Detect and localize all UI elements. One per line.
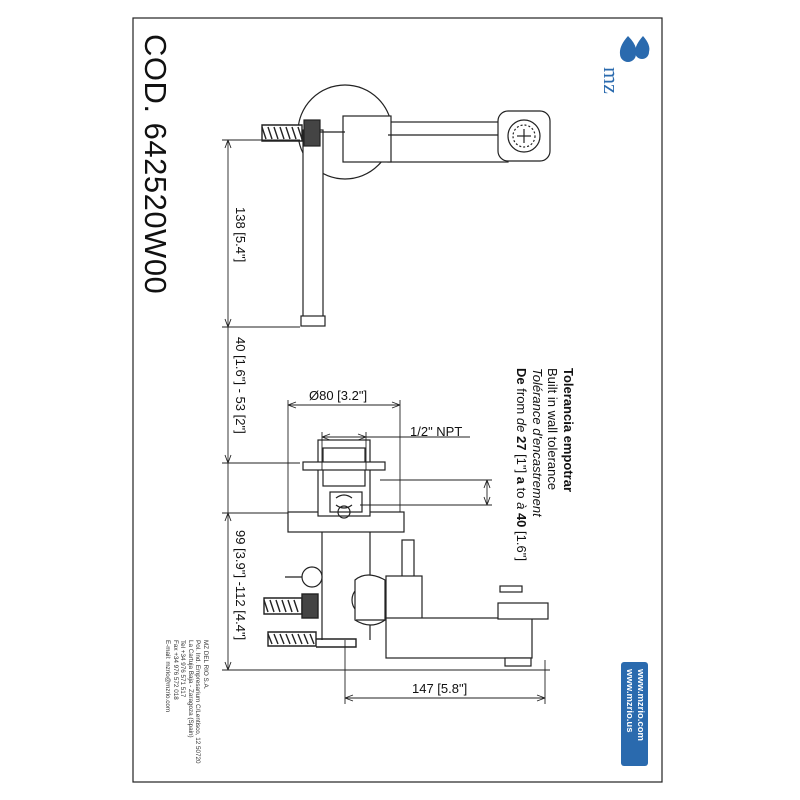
tolerance-en: Built in wall tolerance <box>545 368 561 491</box>
tolerance-note: Tolerancia empotrar Built in wall tolera… <box>514 368 577 561</box>
tolerance-range: De from de 27 [1"] a to à 40 [1.6"] <box>514 368 530 561</box>
side-view <box>263 439 549 667</box>
website-link-us[interactable]: www.mzrio.us <box>624 669 635 733</box>
dimension-lines <box>222 139 550 704</box>
spout-side <box>385 617 533 659</box>
hoses-side <box>263 593 357 648</box>
dimension-diameter-80: Ø80 [3.2"] <box>309 388 368 403</box>
lever-handle-top <box>302 129 324 323</box>
website-link-com[interactable]: www.mzrio.com <box>635 669 646 741</box>
company-address: MZ DEL RIO S.A. Pol. Ind. Empresarium C/… <box>164 640 209 764</box>
sheet-border <box>132 17 663 783</box>
brand-logo-text: mz <box>599 67 624 94</box>
dimension-height-138: 138 [5.4"] <box>233 207 248 263</box>
lever-side <box>401 539 415 581</box>
dimension-wall-40-53: 40 [1.6"] - 53 [2"] <box>233 337 248 434</box>
brand-logo-icon <box>619 36 650 62</box>
website-links: www.mzrio.com www.mzrio.us <box>624 669 646 741</box>
dimension-thread-npt: 1/2" NPT <box>410 424 463 439</box>
dimension-length-147: 147 [5.8"] <box>412 681 468 696</box>
dimension-depth-99-112: 99 [3.9"] -112 [4.4"] <box>233 530 248 641</box>
tolerance-title: Tolerancia empotrar <box>561 368 576 493</box>
website-badge <box>621 662 648 766</box>
tolerance-fr: Tolérance d'encastrement <box>530 368 545 517</box>
product-code: COD. 642520W00 <box>138 34 173 295</box>
diverter-knob <box>301 566 323 588</box>
top-view <box>261 84 551 327</box>
hose-top <box>261 124 303 142</box>
